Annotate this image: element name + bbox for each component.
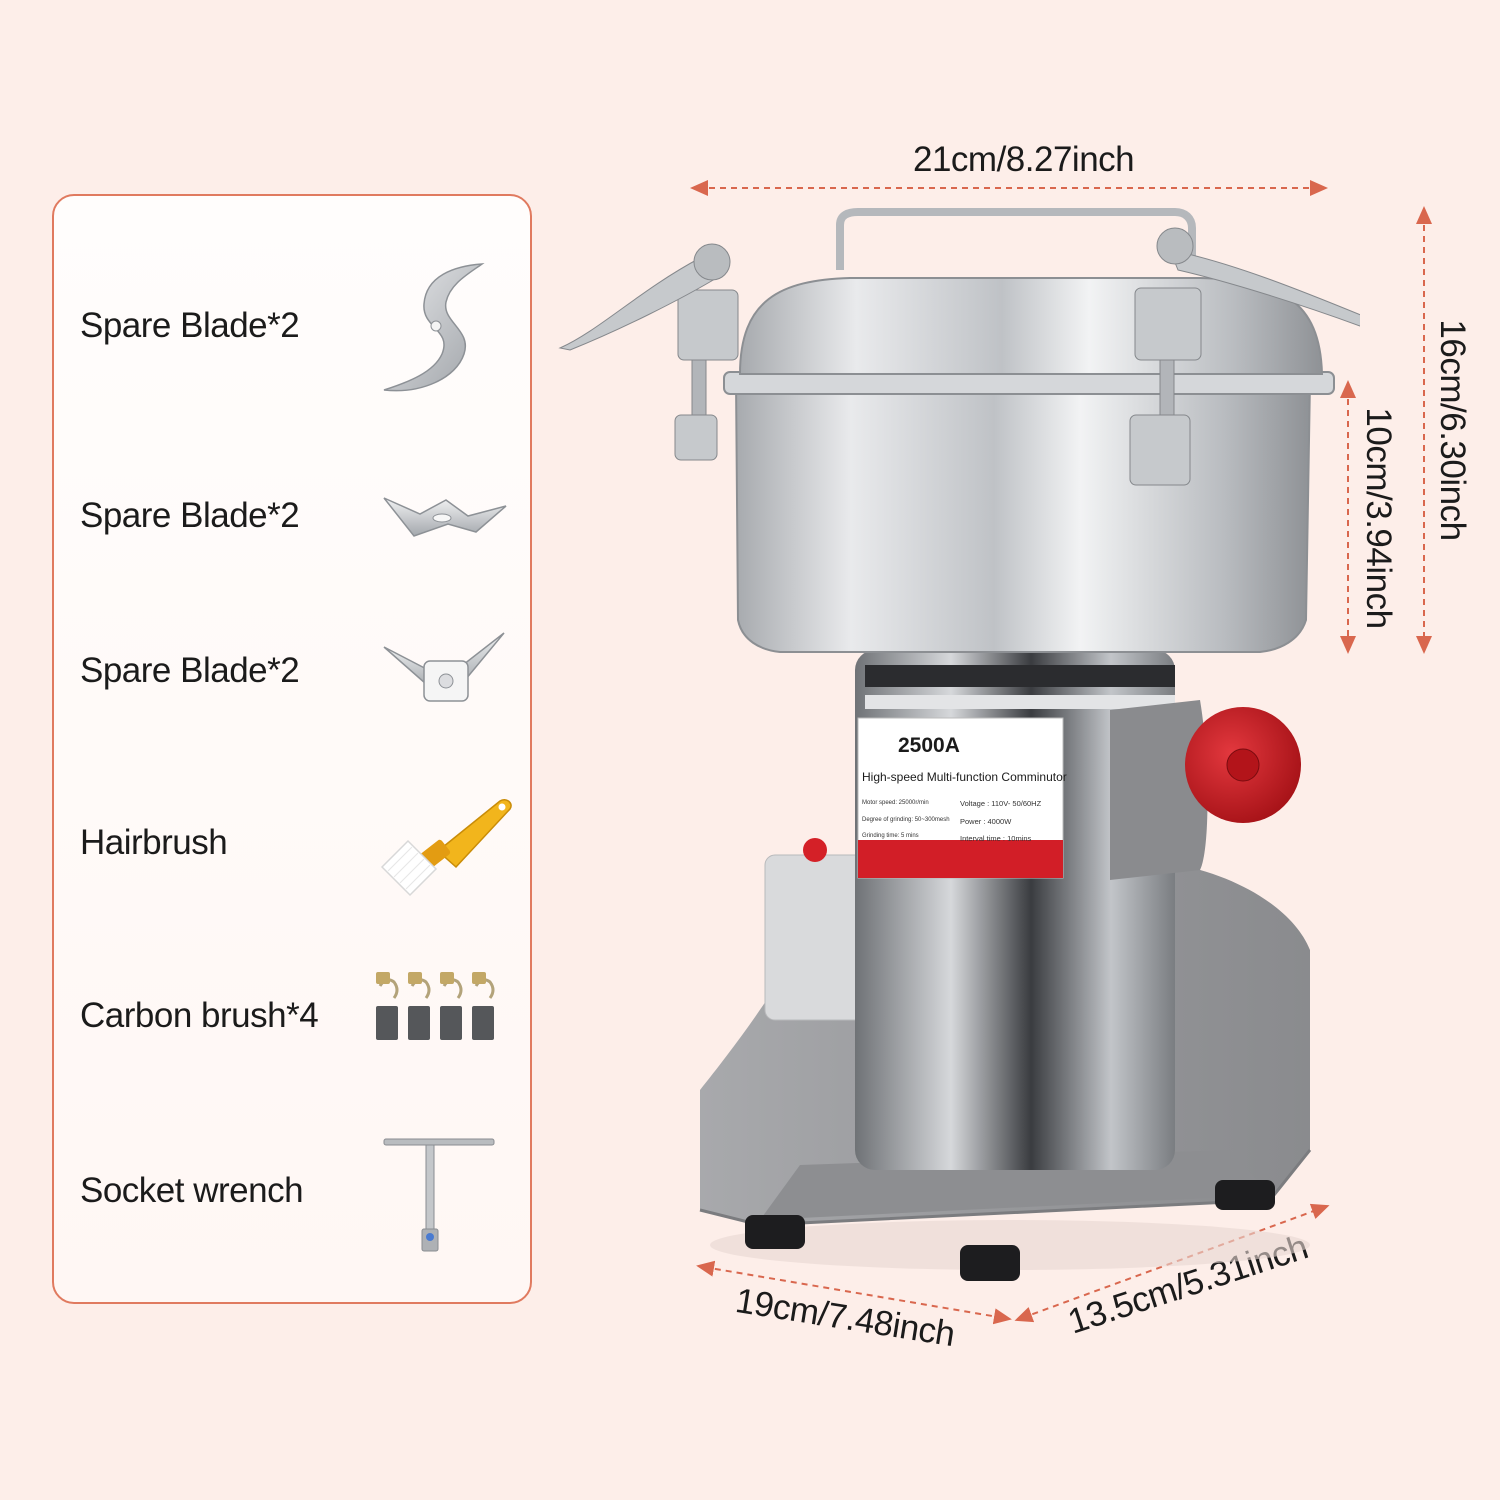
accessory-item: Spare Blade*2: [54, 436, 530, 596]
foot: [745, 1215, 805, 1249]
accessory-label: Spare Blade*2: [80, 306, 300, 345]
spec-power: Power : 4000W: [960, 817, 1012, 826]
accessory-label: Socket wrench: [80, 1171, 304, 1210]
accessories-panel: Spare Blade*2 Spare Blade*2 Spare Blade*…: [52, 194, 532, 1304]
grinding-bowl: [734, 379, 1312, 653]
right-clamp: [1129, 227, 1360, 486]
accessory-label: Carbon brush*4: [80, 996, 319, 1035]
spec-grinding-degree: Degree of grinding: 50~300mesh: [862, 817, 950, 823]
accessory-item: Socket wrench: [54, 1111, 530, 1271]
model-number: 2500A: [898, 734, 960, 757]
width-dimension-label: 21cm/8.27inch: [913, 140, 1135, 179]
spec-motor-speed: Motor speed: 25000r/min: [862, 800, 929, 806]
product-name: High-speed Multi-function Comminutor: [862, 770, 1067, 784]
accessory-item: Spare Blade*2: [54, 246, 530, 406]
v-blade-icon: [383, 632, 505, 702]
curved-blade-icon: [383, 263, 485, 392]
lid: [738, 277, 1324, 375]
foot: [960, 1245, 1020, 1281]
grinder-machine-illustration: 2500A High-speed Multi-function Comminut…: [558, 208, 1360, 1281]
accessory-item: Hairbrush: [54, 763, 530, 923]
accessory-item: Carbon brush*4: [54, 936, 530, 1096]
base-width-arrow: [696, 1260, 1012, 1325]
carry-handle: [836, 208, 1196, 270]
spec-grinding-time: Grinding time: 5 mins: [862, 833, 919, 839]
accessory-label: Spare Blade*2: [80, 651, 300, 690]
switch-box: [764, 854, 866, 1021]
accessory-label: Hairbrush: [80, 823, 228, 862]
spec-voltage: Voltage : 110V- 50/60HZ: [960, 799, 1042, 808]
hairbrush-icon: [380, 798, 512, 897]
carbon-brush-icon: [376, 972, 495, 1040]
accessory-label: Spare Blade*2: [80, 496, 300, 535]
product-label: 2500A High-speed Multi-function Comminut…: [857, 717, 1067, 879]
flat-blade-icon: [383, 497, 507, 537]
indicator-light: [803, 838, 827, 862]
foot: [1215, 1180, 1275, 1210]
spec-interval-time: Interval time : 10mins: [960, 834, 1032, 843]
socket-wrench-icon: [383, 1138, 495, 1252]
accessory-item: Spare Blade*2: [54, 591, 530, 751]
left-clamp: [558, 243, 739, 461]
